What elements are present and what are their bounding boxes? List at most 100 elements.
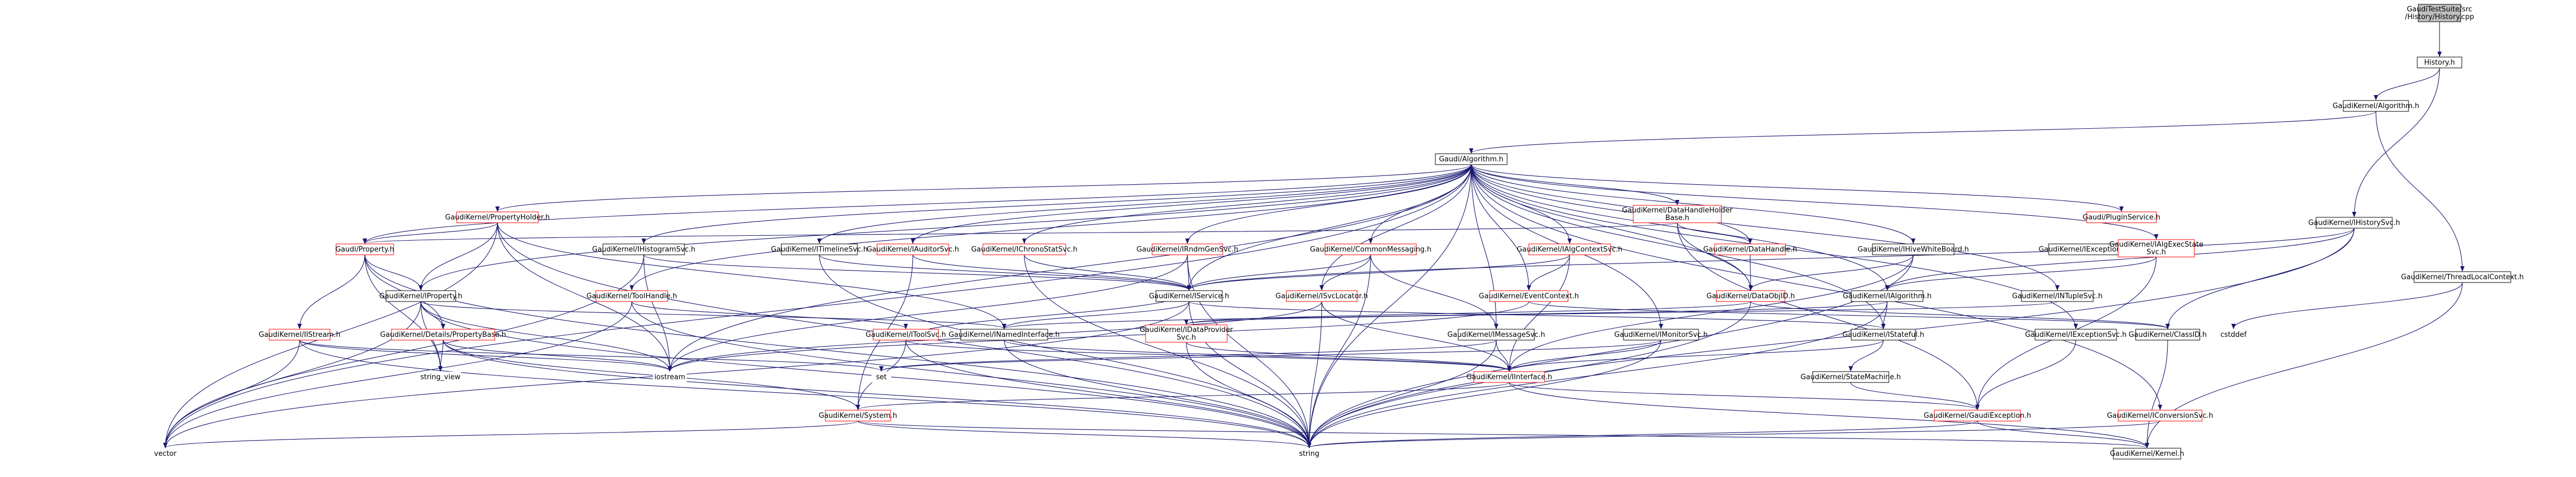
file-node-iconversionsvc[interactable]: GaudiKernel/IConversionSvc.h: [2107, 410, 2213, 422]
edge-gaudi_algorithm-to-iostream: [668, 164, 1472, 372]
edge-iexceptionsvc2-to-gaudiexception: [1975, 340, 2076, 410]
file-node-gaudiexception[interactable]: GaudiKernel/GaudiException.h: [1924, 410, 2031, 422]
edge-iconversionsvc-to-string: [1307, 420, 2161, 448]
file-node-classid[interactable]: GaudiKernel/ClassID.h: [2129, 329, 2207, 341]
file-node-gk_ialgorithm_top[interactable]: GaudiKernel/Algorithm.h: [2332, 100, 2419, 112]
file-node-propertyholder[interactable]: GaudiKernel/PropertyHolder.h: [445, 211, 550, 223]
file-node-root: GaudiTestSuite/src/History/History.cpp: [2405, 4, 2474, 22]
edge: [1320, 164, 1472, 291]
node-label: GaudiKernel/Kernel.h: [2110, 450, 2185, 458]
edge: [1002, 301, 1888, 329]
edge: [631, 301, 1311, 448]
file-node-imonitorsvc[interactable]: GaudiKernel/IMonitorSvc.h: [1614, 329, 1708, 341]
edge: [1307, 301, 1322, 448]
node-box: [2113, 448, 2181, 460]
file-node-istateful[interactable]: GaudiKernel/IStateful.h: [1843, 329, 1924, 341]
file-node-iinterface[interactable]: GaudiKernel/IInterface.h: [1466, 371, 1552, 383]
edge-gaudi_algorithm-to-datahandleholderbase: [1471, 164, 1679, 205]
file-node-ialgcontextsvc[interactable]: GaudiKernel/IAlgContextSvc.h: [1517, 243, 1622, 255]
node-box: [1716, 290, 1785, 302]
edge: [1320, 254, 1371, 291]
node-label: GaudiKernel/DataHandle.h: [1703, 246, 1797, 254]
file-node-propertybase[interactable]: GaudiKernel/Details/PropertyBase.h: [380, 329, 506, 341]
edge: [911, 164, 1472, 244]
file-node-iexceptionsvc[interactable]: GaudiKernel/IExceptionSvc.h: [2039, 243, 2141, 255]
edge-gaudi_property-to-iproperty: [364, 254, 423, 291]
node-label: GaudiKernel/IHistogramSvc.h: [592, 246, 695, 254]
edge: [163, 254, 644, 448]
file-node-intuplesvc[interactable]: GaudiKernel/INTupleSvc.h: [2012, 290, 2102, 302]
node-box: [781, 243, 858, 255]
file-node-gaudi_property[interactable]: Gaudi/Property.h: [335, 243, 394, 255]
node-label: GaudiKernel/IExceptionSvc.h: [2039, 246, 2141, 254]
edge: [1469, 111, 2376, 154]
edge-gaudi_algorithm-to-iauditorsvc: [911, 164, 1472, 244]
node-label: GaudiKernel/IAlgorithm.h: [1843, 292, 1931, 300]
node-box: [1296, 448, 1322, 459]
file-node-ihistogramsvc[interactable]: GaudiKernel/IHistogramSvc.h: [592, 243, 695, 255]
node-label: GaudiKernel/System.h: [819, 412, 897, 420]
edge: [1507, 340, 1662, 372]
file-node-datahandle[interactable]: GaudiKernel/DataHandle.h: [1703, 243, 1797, 255]
edge-gaudi_algorithm-to-dataobjid: [1471, 164, 1753, 291]
edge: [2375, 111, 2465, 272]
node-label: iostream: [654, 373, 685, 381]
node-label: GaudiKernel/INamedInterface.h: [949, 331, 1060, 339]
file-node-irndmgensvc[interactable]: GaudiKernel/IRndmGenSvc.h: [1136, 243, 1239, 255]
edge-system-to-vector: [163, 420, 858, 448]
node-box: [1145, 324, 1228, 343]
file-node-iauditorsvc[interactable]: GaudiKernel/IAuditorSvc.h: [867, 243, 959, 255]
edge: [2166, 228, 2355, 329]
file-node-kernel[interactable]: GaudiKernel/Kernel.h: [2110, 448, 2185, 460]
file-node-statemachine[interactable]: GaudiKernel/StateMachine.h: [1801, 371, 1901, 383]
file-node-gaudi_algorithm[interactable]: Gaudi/Algorithm.h: [1435, 153, 1508, 165]
edge: [2145, 282, 2463, 448]
edge: [163, 301, 632, 448]
edge: [497, 222, 672, 372]
file-node-isvclocator[interactable]: GaudiKernel/ISvcLocator.h: [1275, 290, 1368, 302]
edge: [1189, 301, 1886, 329]
file-node-istream[interactable]: GaudiKernel/IIStream.h: [259, 329, 340, 341]
edge-istream-to-vector: [163, 340, 300, 448]
file-node-ihivewhiteboard[interactable]: GaudiKernel/IHiveWhiteBoard.h: [1858, 243, 1969, 255]
file-node-toolhandle[interactable]: GaudiKernel/ToolHandle.h: [587, 290, 677, 302]
edge-gaudi_algorithm-to-itimelinesvc: [817, 164, 1472, 244]
file-node-inamedinterface[interactable]: GaudiKernel/INamedInterface.h: [949, 329, 1060, 341]
file-node-itoolsvc[interactable]: GaudiKernel/IToolSvc.h: [866, 329, 946, 341]
file-node-iservice[interactable]: GaudiKernel/IService.h: [1149, 290, 1229, 302]
file-node-imessagesvc[interactable]: GaudiKernel/IMessageSvc.h: [1447, 329, 1545, 341]
file-node-ieventcontext[interactable]: GaudiKernel/EventContext.h: [1479, 290, 1579, 302]
edge-gaudi_algorithm-to-ihistogramsvc: [642, 164, 1472, 244]
file-node-history_h[interactable]: History.h: [2417, 57, 2462, 68]
file-node-iexceptionsvc2[interactable]: GaudiKernel/IExceptionSvc.h: [2025, 329, 2127, 341]
node-label: GaudiKernel/IMessageSvc.h: [1447, 331, 1545, 339]
file-node-threadlocalcontext[interactable]: GaudiKernel/ThreadLocalContext.h: [2401, 271, 2524, 283]
node-label: Gaudi/PluginService.h: [2083, 214, 2161, 222]
file-node-commonmessaging[interactable]: GaudiKernel/CommonMessaging.h: [1310, 243, 1432, 255]
edge: [668, 164, 1472, 372]
file-node-ihistorysvc[interactable]: GaudiKernel/IHistorySvc.h: [2309, 217, 2400, 229]
edge: [630, 164, 1472, 291]
node-box: [1812, 371, 1889, 383]
node-label: GaudiKernel/IExceptionSvc.h: [2025, 331, 2127, 339]
edge: [1024, 254, 1191, 291]
node-box: [2118, 410, 2202, 422]
edge: [1370, 254, 1498, 329]
file-node-ichronostatsvc[interactable]: GaudiKernel/IChronoStatSvc.h: [971, 243, 1078, 255]
node-label: GaudiKernel/IProperty.h: [379, 292, 463, 300]
edge: [299, 340, 1311, 448]
file-node-system[interactable]: GaudiKernel/System.h: [819, 410, 897, 422]
file-node-ialgorithm[interactable]: GaudiKernel/IAlgorithm.h: [1843, 290, 1932, 302]
file-node-pluginservice[interactable]: Gaudi/PluginService.h: [2083, 211, 2161, 223]
node-label: GaudiKernel/ClassID.h: [2129, 331, 2207, 339]
file-node-iproperty[interactable]: GaudiKernel/IProperty.h: [379, 290, 463, 302]
edge-ihistogramsvc-to-iservice: [643, 254, 1191, 291]
file-node-dataobjid[interactable]: GaudiKernel/DataObjID.h: [1707, 290, 1795, 302]
file-node-itimelinesvc[interactable]: GaudiKernel/ITimelineSvc.h: [771, 243, 868, 255]
edge-ialgcontextsvc-to-iservice: [1187, 254, 1570, 291]
edge-ihistorysvc-to-iservice: [1187, 228, 2355, 291]
edge-isvclocator-to-iinterface: [1321, 301, 1511, 372]
